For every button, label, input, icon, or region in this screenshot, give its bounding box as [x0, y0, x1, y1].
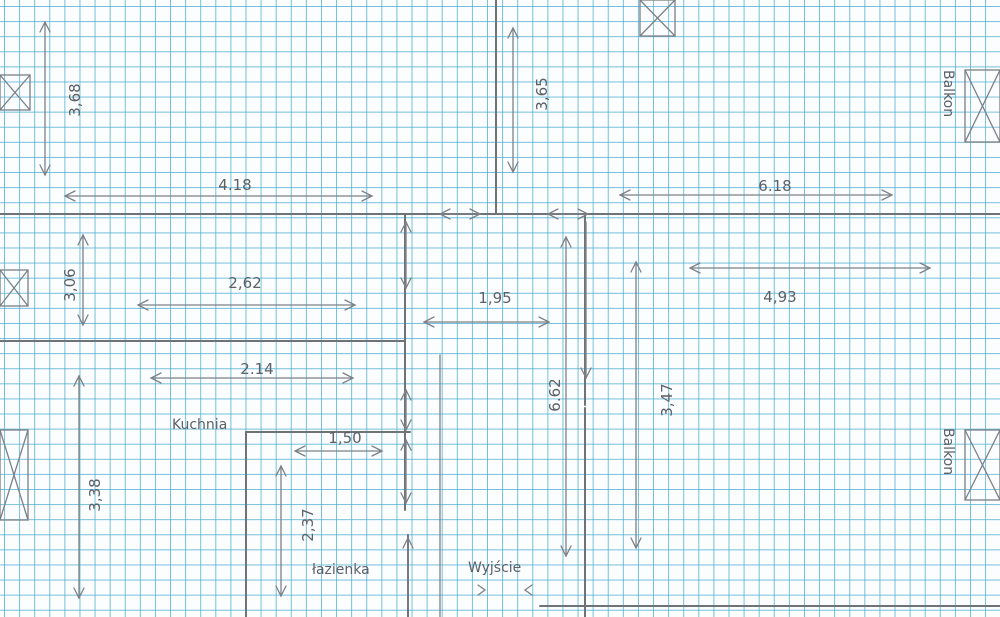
dim-label-6-18: 6.18 — [758, 177, 791, 195]
dim-label-2-14: 2.14 — [240, 360, 273, 378]
room-label-exit: Wyjście — [468, 560, 521, 576]
room-label-bathroom: łazienka — [312, 562, 370, 578]
room-label-balcony-top: Balkon — [940, 70, 956, 117]
dim-label-3-06: 3,06 — [61, 268, 79, 301]
dim-label-3-68: 3,68 — [66, 83, 84, 116]
balcony-door-top — [964, 69, 1000, 143]
window-left-middle — [0, 269, 29, 307]
room-label-balcony-bottom: Balkon — [940, 428, 956, 475]
dim-label-4-18: 4.18 — [218, 176, 251, 194]
dim-label-3-38: 3,38 — [86, 478, 104, 511]
balcony-door-bottom — [964, 429, 1000, 501]
dim-label-3-47: 3,47 — [658, 383, 676, 416]
dim-label-3-65: 3,65 — [533, 77, 551, 110]
window-top-center — [639, 0, 676, 37]
dimension-arrows — [39, 20, 932, 609]
window-top-left — [0, 74, 31, 111]
dim-label-2-62: 2,62 — [228, 274, 261, 292]
room-label-kitchen: Kuchnia — [172, 417, 227, 433]
dim-label-1-50: 1,50 — [328, 429, 361, 447]
window-left-bottom — [0, 429, 29, 521]
dim-label-1-95: 1,95 — [478, 289, 511, 307]
dim-label-4-93: 4,93 — [763, 288, 796, 306]
dim-label-6-62: 6.62 — [546, 378, 564, 411]
dim-label-2-37: 2,37 — [299, 508, 317, 541]
